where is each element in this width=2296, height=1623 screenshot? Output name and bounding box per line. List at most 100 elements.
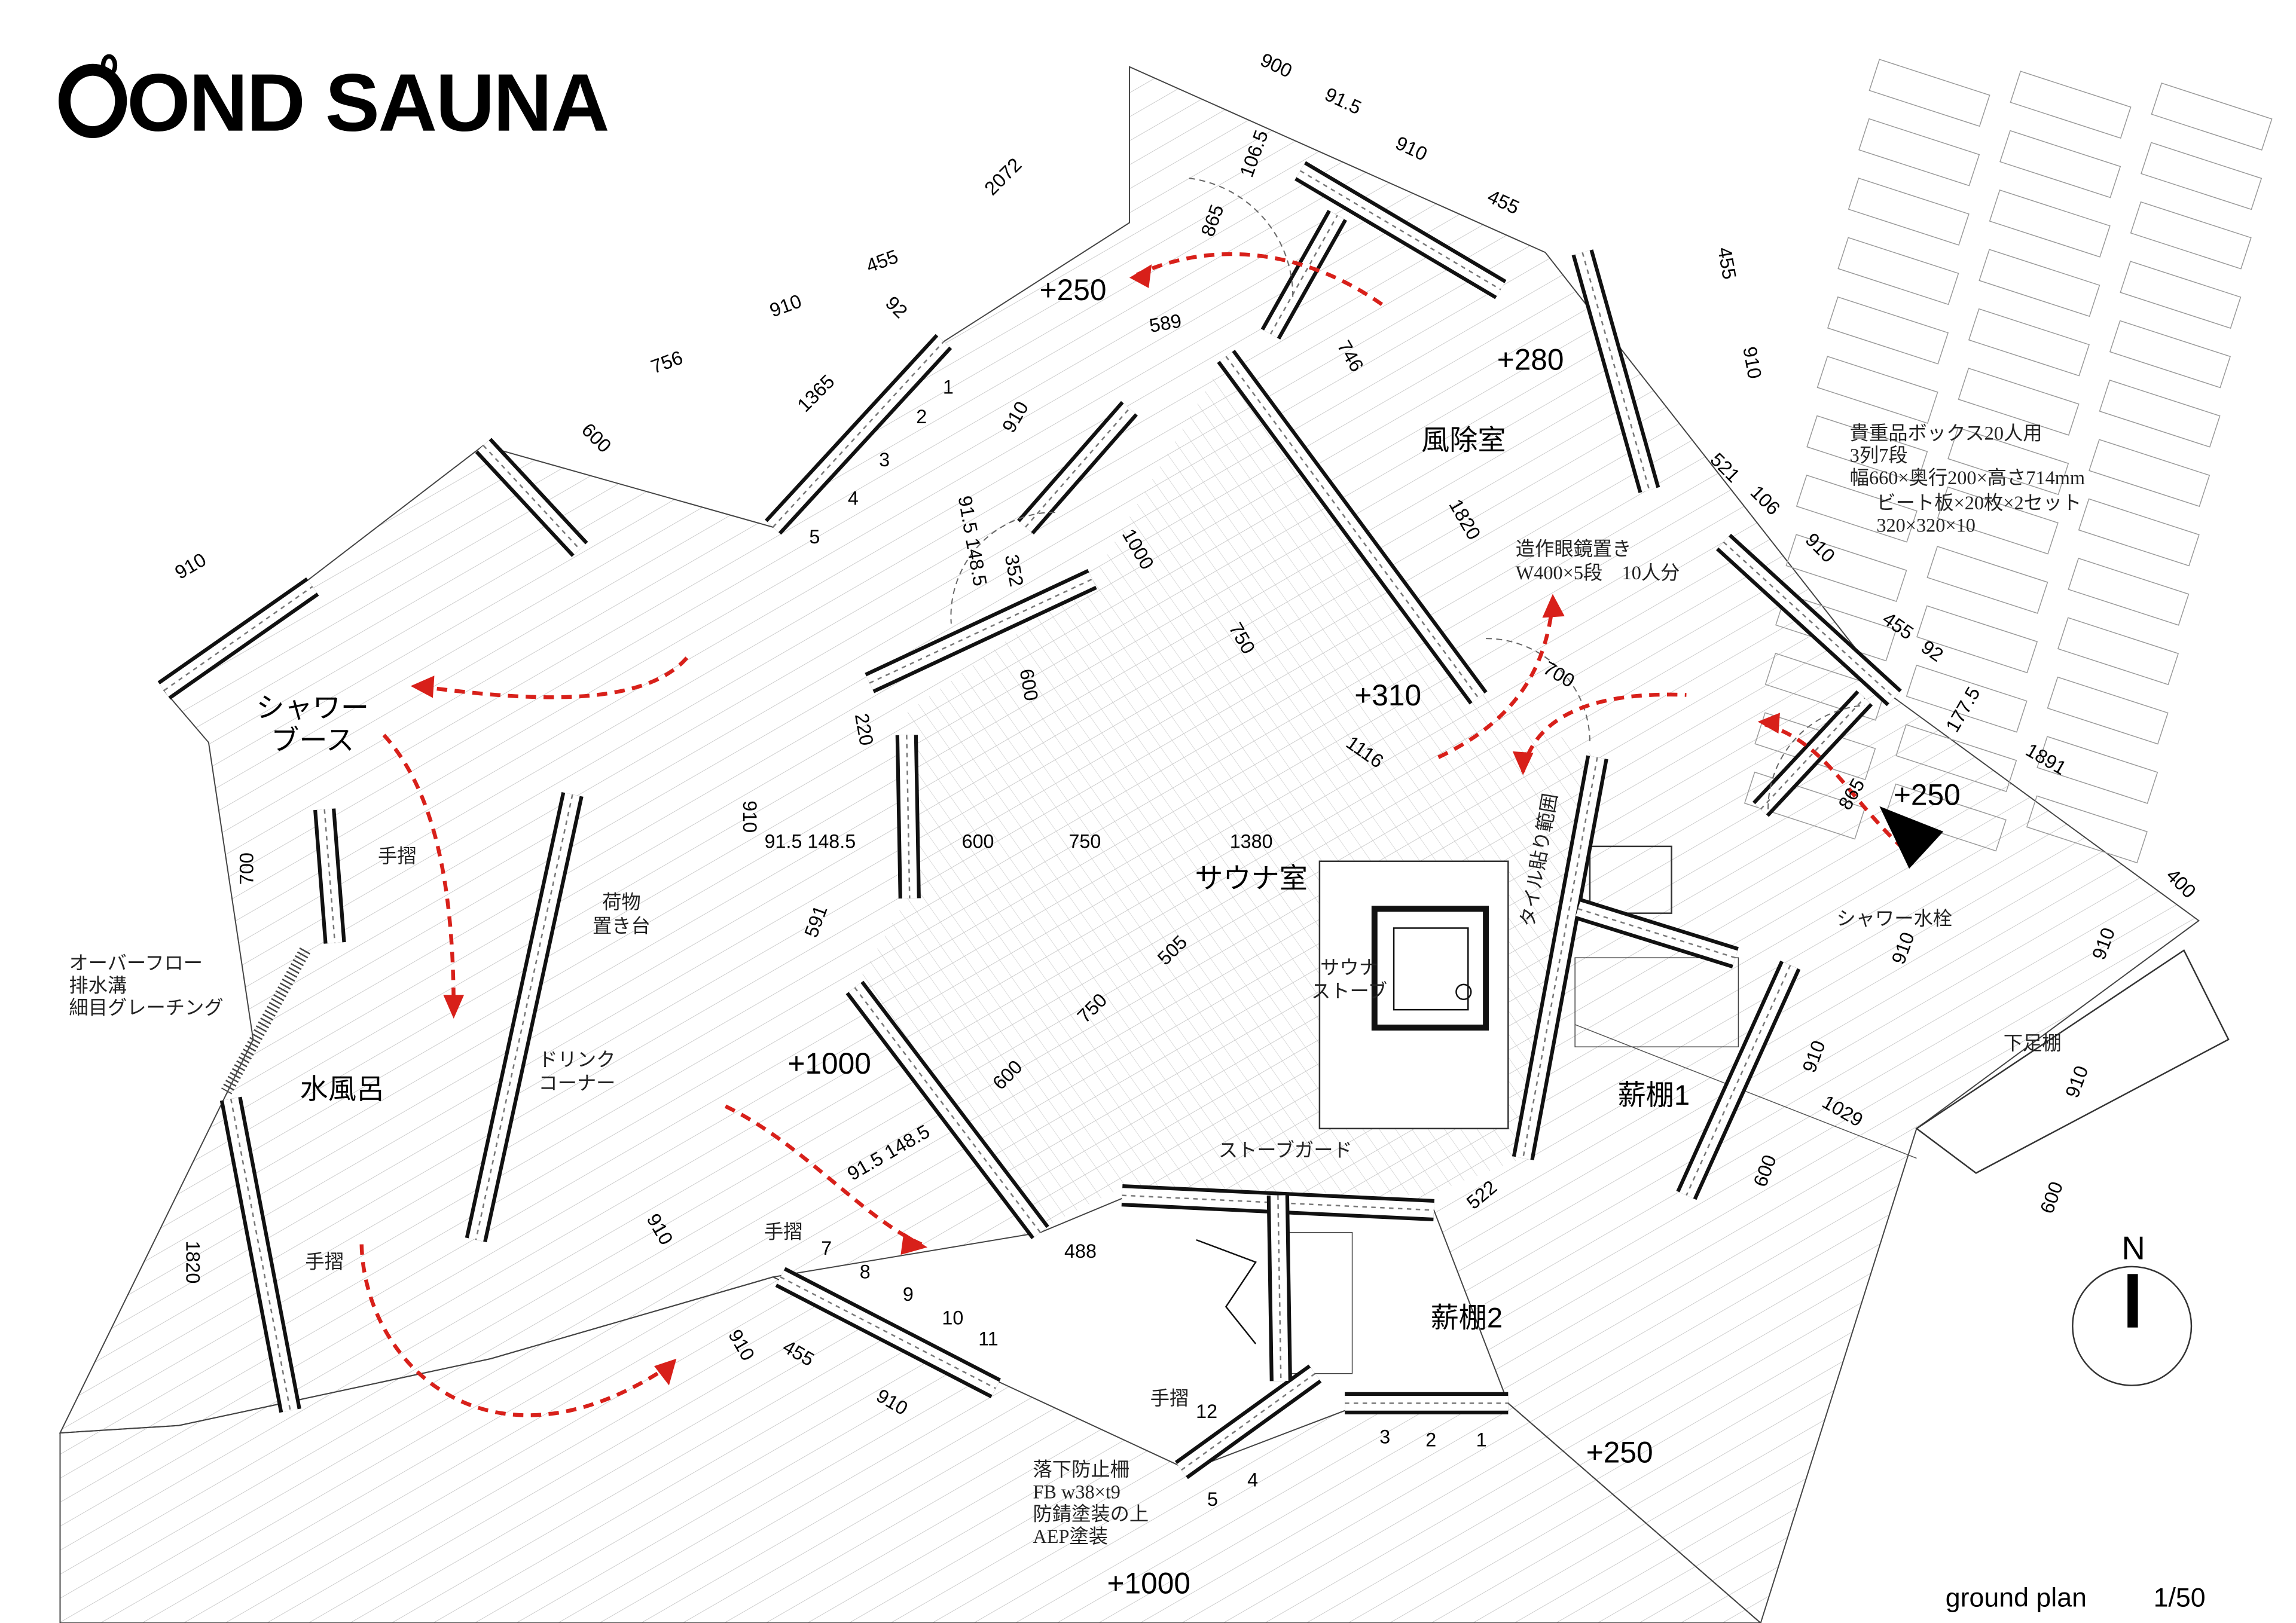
- dimension-label: 910: [1393, 132, 1431, 165]
- paving-tile: [2089, 439, 2210, 508]
- dimension-label: 600: [2036, 1179, 2067, 1217]
- dimension-label: 455: [1485, 185, 1523, 218]
- dimension-label: 455: [863, 246, 901, 277]
- wall-segment: [1581, 252, 1650, 491]
- paving-tile: [1816, 356, 1938, 424]
- overflow-drain-grating: [221, 947, 311, 1095]
- note-fall-fence: AEP塗装: [1033, 1526, 1108, 1547]
- dimension-label: 92: [881, 292, 912, 322]
- wall-segment: [777, 1270, 1000, 1395]
- room-label: ストーブ: [1311, 980, 1387, 1002]
- dimension-label: 488: [1064, 1240, 1097, 1262]
- elevation-label: +1000: [787, 1047, 871, 1080]
- dimension-label: 352: [1001, 553, 1028, 588]
- step-number: 2: [1425, 1429, 1436, 1450]
- wall-segment: [1299, 170, 1501, 291]
- dimension-label: 455: [1879, 607, 1918, 643]
- entrance-marker-icon: [1879, 806, 1944, 869]
- paving-tile: [1868, 59, 1990, 127]
- dimension-label: 600: [578, 419, 616, 457]
- step-number: 3: [1379, 1426, 1390, 1447]
- note-overflow-drain: 細目グレーチング: [69, 997, 223, 1019]
- paving-tile: [1837, 237, 1959, 305]
- paving-tile: [1764, 653, 1886, 721]
- paving-tile: [2037, 736, 2158, 804]
- paving-tile: [1848, 178, 1970, 246]
- paving-tile: [1895, 724, 2017, 792]
- note-fall-fence: 落下防止柵: [1033, 1459, 1129, 1480]
- paving-tile: [1958, 368, 2080, 436]
- wall-segment: [1220, 352, 1485, 702]
- dimension-label: 2072: [980, 154, 1025, 199]
- paving-tile: [2099, 379, 2221, 448]
- paving-tile: [1858, 118, 1980, 187]
- wall-segment: [1760, 697, 1866, 810]
- wall-segment: [483, 445, 581, 550]
- logo-text: OND SAUNA: [127, 57, 608, 148]
- ond-sauna-logo: OND SAUNA: [58, 54, 610, 148]
- paving-tile: [2057, 617, 2179, 686]
- paving-tile: [2068, 558, 2190, 626]
- dimension-label: 910: [767, 290, 804, 321]
- drawing-scale: 1/50: [2154, 1584, 2206, 1613]
- wall-segment: [1686, 965, 1791, 1196]
- dimension-label: 1891: [2022, 739, 2070, 779]
- room-label: 置き台: [593, 915, 651, 937]
- wall-segment: [854, 987, 1041, 1233]
- dimension-label: 1380: [1230, 830, 1273, 852]
- paving-tile: [1806, 415, 1928, 484]
- elevation-label: +310: [1354, 678, 1421, 712]
- elevation-label: +280: [1497, 343, 1564, 377]
- room-label: 手摺: [764, 1221, 803, 1243]
- note-valuables-box: 3列7段: [1850, 445, 1908, 466]
- wall-segment: [866, 572, 1096, 690]
- paving-tile: [2141, 142, 2263, 210]
- elevation-label: +250: [1586, 1436, 1653, 1469]
- dimension-label: 910: [2061, 1063, 2092, 1101]
- drawing-title: ground plan: [1946, 1584, 2087, 1613]
- step-number: 4: [1247, 1469, 1258, 1490]
- note-glasses-shelf: 造作眼鏡置き: [1516, 538, 1632, 560]
- paving-tile: [2026, 795, 2148, 864]
- paving-tile: [2047, 676, 2169, 745]
- step-number: 10: [942, 1307, 963, 1329]
- step-number: 9: [903, 1283, 914, 1305]
- paving-tile: [2109, 320, 2231, 389]
- wall-segment: [1723, 541, 1895, 699]
- wall-segment: [1019, 403, 1135, 532]
- paving-tile: [1916, 605, 2038, 674]
- dimension-label: 910: [739, 800, 761, 833]
- note-fall-fence: FB w38×t9: [1033, 1481, 1120, 1502]
- paving-tile: [2151, 82, 2273, 151]
- paving-tile: [1999, 130, 2121, 198]
- paving-tile: [1827, 296, 1949, 365]
- note-valuables-box: 幅660×奥行200×高さ714mm: [1850, 467, 2085, 488]
- note-overflow-drain: オーバーフロー: [69, 952, 203, 974]
- step-number: 5: [1207, 1488, 1218, 1510]
- step-number: 11: [978, 1328, 999, 1349]
- room-label: 薪棚2: [1431, 1303, 1503, 1334]
- paving-tile: [2130, 201, 2252, 270]
- paving-tile: [1937, 486, 2059, 555]
- dimension-label: 910: [171, 549, 210, 583]
- note-valuables-box: ビート板×20枚×2セット: [1876, 492, 2081, 514]
- wall-segment: [1522, 757, 1598, 1159]
- step-number: 2: [916, 406, 927, 427]
- room-label: 手摺: [1150, 1387, 1189, 1409]
- paving-tile: [1906, 664, 2028, 733]
- room-label: 下足棚: [2004, 1032, 2062, 1054]
- wall-segment: [223, 1097, 298, 1413]
- door-swings: [950, 178, 1865, 809]
- wall-segment: [1122, 1194, 1434, 1211]
- note-overflow-drain: 排水溝: [69, 974, 127, 996]
- paving-tile: [2120, 261, 2242, 329]
- north-label: N: [2121, 1230, 2145, 1266]
- dimension-label: 106: [1747, 481, 1785, 519]
- room-label: 手摺: [305, 1251, 344, 1272]
- elevation-label: +1000: [1107, 1566, 1190, 1600]
- wall-segment: [1277, 1195, 1282, 1381]
- walls: [157, 161, 1902, 1480]
- step-number: 12: [1196, 1401, 1217, 1422]
- room-label: シャワー水栓: [1836, 908, 1952, 930]
